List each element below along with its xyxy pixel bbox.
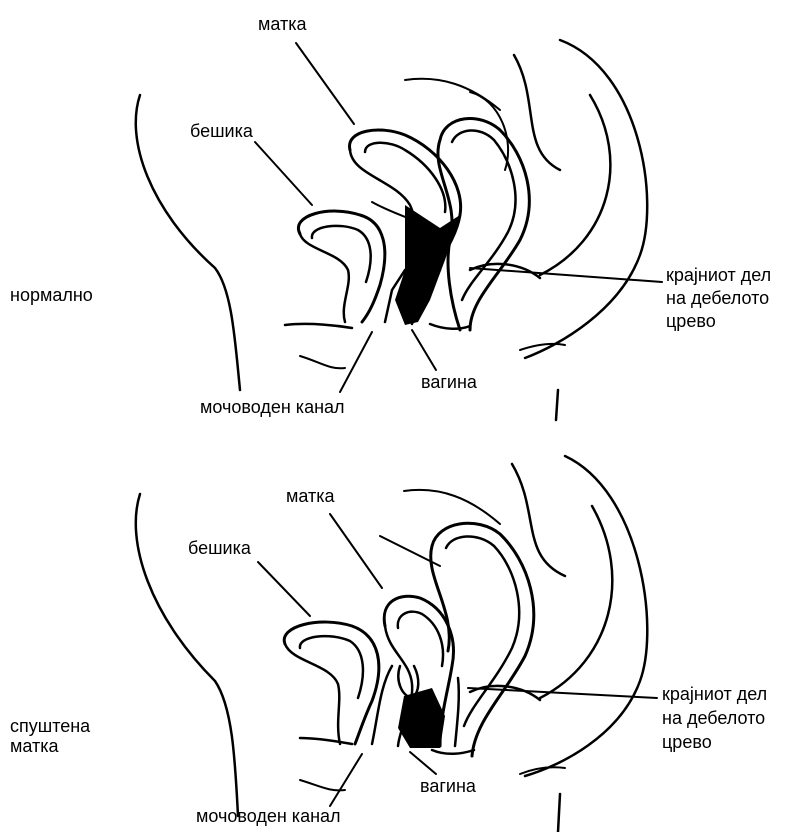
bladder-base	[285, 644, 340, 744]
bladder-outer	[298, 211, 384, 322]
pelvic-floor-back	[432, 750, 474, 754]
uterus-leader-line	[330, 514, 382, 588]
back-body-outline	[525, 456, 647, 776]
pelvic-floor-back	[430, 324, 470, 329]
urethra-leader-line	[340, 332, 372, 392]
perineum-front	[300, 780, 345, 790]
bladder-base	[300, 234, 349, 322]
peritoneum-line	[404, 490, 500, 524]
rectum-leader-line	[468, 688, 657, 698]
back-inner-outline	[514, 55, 560, 170]
uterus-inner	[398, 612, 443, 666]
normal-anatomy-panel: матка бешика нормално крајниот дел на де…	[0, 0, 812, 416]
condition-label: нормално	[10, 285, 93, 305]
uterus-label: матка	[286, 486, 335, 506]
rectum-label-line3: црево	[662, 732, 712, 752]
rectum-label-line1: крајниот дел	[666, 265, 771, 285]
rectum-label-line1: крајниот дел	[662, 684, 767, 704]
bladder-label: бешика	[188, 538, 251, 558]
uterus-leader-line	[296, 43, 354, 124]
bladder-inner	[300, 636, 363, 698]
vagina-back-wall	[455, 678, 459, 746]
rectum-inner	[446, 536, 519, 726]
vagina-front-wall	[372, 666, 392, 744]
sacrum-outline	[540, 506, 612, 698]
back-body-outline	[525, 40, 647, 358]
rectum-label-line3: црево	[666, 311, 716, 331]
vagina-label: вагина	[421, 372, 477, 392]
perineum-front	[300, 356, 345, 368]
vagina-leader-line	[410, 752, 436, 774]
cervix-fill	[398, 688, 445, 748]
bladder-leader-line	[255, 142, 312, 205]
uterus-label: матка	[258, 14, 307, 34]
condition-label-line2: матка	[10, 736, 59, 756]
sacrum-outline	[540, 95, 610, 275]
bladder-leader-line	[258, 562, 310, 616]
rectum-label-line2: на дебелото	[666, 288, 769, 308]
rectum-inner	[452, 130, 515, 300]
bladder-label: бешика	[190, 121, 253, 141]
normal-anatomy-illustration	[0, 0, 812, 416]
condition-label-line1: спуштена	[10, 716, 90, 736]
rectum-outer	[432, 523, 534, 756]
pelvic-floor-front	[285, 324, 352, 328]
bladder-outer	[284, 622, 379, 744]
perineum-back	[520, 344, 565, 350]
pelvic-floor-front	[300, 738, 352, 744]
peritoneum-line	[405, 79, 500, 110]
urethra-leader-line	[330, 754, 362, 806]
vagina-label: вагина	[420, 776, 476, 796]
prolapsed-uterus-panel: матка бешика спуштена матка крајниот дел…	[0, 416, 812, 832]
vagina-leader-line	[412, 330, 436, 370]
bladder-inner	[312, 226, 371, 282]
cervix-fill	[395, 205, 460, 325]
urethra-label: мочоводен канал	[196, 806, 341, 826]
prolapsed-uterus-illustration	[0, 416, 812, 832]
gluteal-line	[558, 794, 560, 832]
rectum-label-line2: на дебелото	[662, 708, 765, 728]
urethra-label: мочоводен канал	[200, 397, 345, 417]
